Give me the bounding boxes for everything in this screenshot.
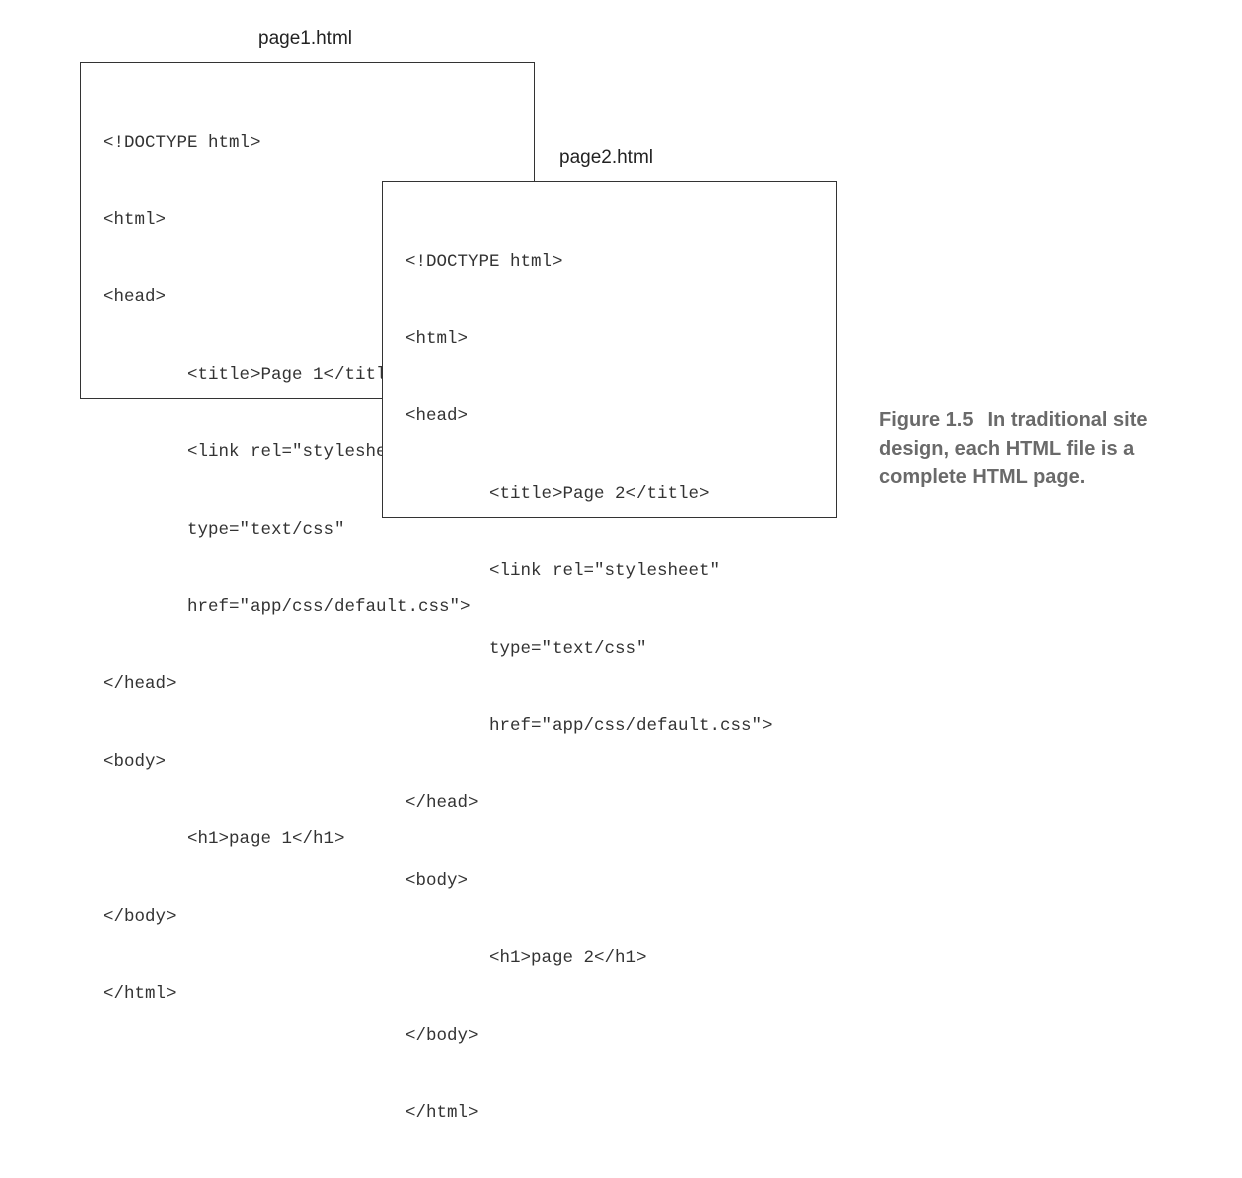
code-line: <!DOCTYPE html> <box>103 132 261 153</box>
code-line: href="app/css/default.css"> <box>187 596 471 617</box>
code-line: type="text/css" <box>187 519 345 540</box>
code-line: href="app/css/default.css"> <box>489 715 773 736</box>
code-line: <html> <box>103 209 167 230</box>
code-line: <head> <box>405 406 469 427</box>
page2-code-box: <!DOCTYPE html> <html> <head> <title>Pag… <box>382 181 837 1123</box>
page1-filename-label: page1.html <box>258 28 353 49</box>
code-line: type="text/css" <box>489 638 647 659</box>
code-line: </head> <box>405 793 479 814</box>
code-line: <body> <box>405 870 469 891</box>
code-line: </html> <box>405 1102 479 1123</box>
page2-code-block: <!DOCTYPE html> <html> <head> <title>Pag… <box>405 198 773 1178</box>
code-line: <head> <box>103 287 167 308</box>
code-line: <!DOCTYPE html> <box>405 251 563 272</box>
code-line: <link rel="stylesheet" <box>489 561 721 582</box>
page2-filename-label: page2.html <box>559 147 654 168</box>
code-line: <html> <box>405 328 469 349</box>
figure-number: Figure 1.5 <box>879 409 974 431</box>
figure-caption-text: In traditional site design, each HTML fi… <box>879 409 1148 488</box>
code-line: <title>Page 2</title> <box>489 483 710 504</box>
code-line: </body> <box>405 1025 479 1046</box>
code-line: <h1>page 2</h1> <box>489 948 647 969</box>
code-line: <link rel="stylesheet" <box>187 442 419 463</box>
